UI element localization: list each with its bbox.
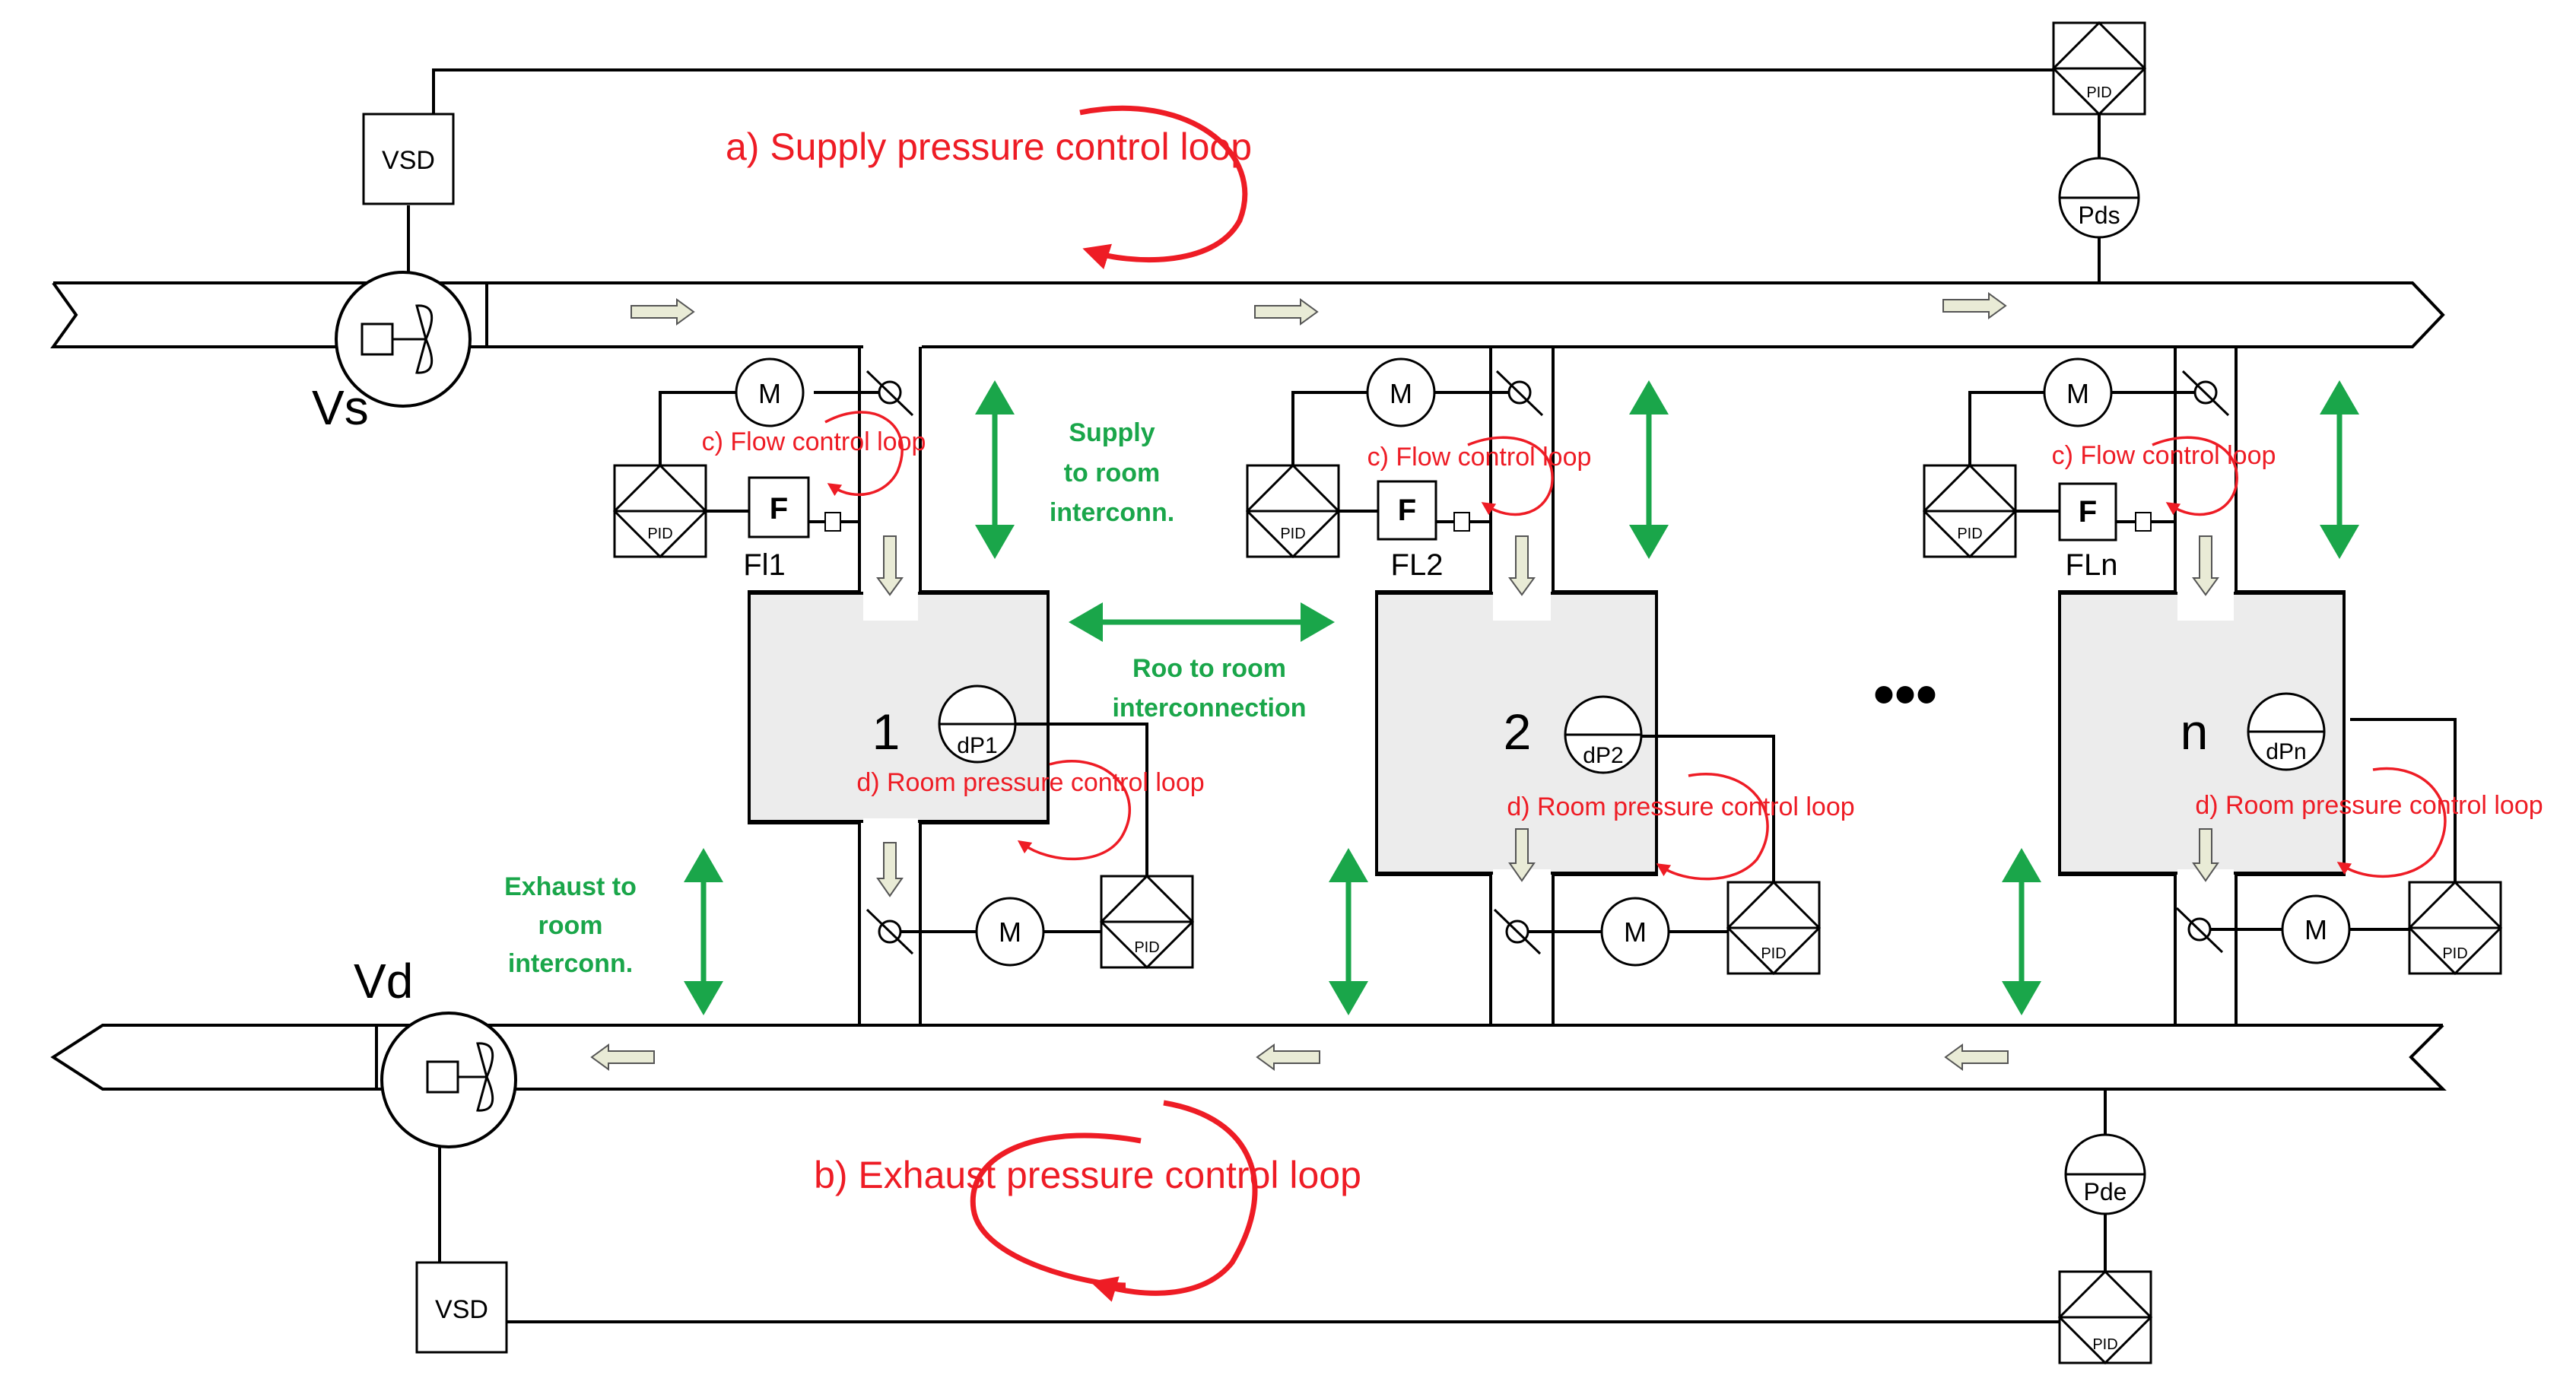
room-number-n: n (2181, 704, 2209, 760)
supply-pid-label: PID (2086, 84, 2111, 101)
motor-label: M (2066, 378, 2089, 409)
pid-label: PID (1761, 945, 1786, 962)
exhaust-pressure-sensor (2064, 1133, 2146, 1215)
motor-label: M (1624, 916, 1647, 948)
room-loop-arrow (1017, 760, 1132, 861)
motor-label: M (1390, 378, 1412, 409)
pid-label: PID (647, 526, 672, 542)
supply-interconn-line2: to room (1064, 459, 1161, 488)
interconnection-arrows (684, 380, 2359, 1015)
room-loop-arrow (2336, 767, 2447, 878)
exhaust-fan (375, 1012, 517, 1148)
exhaust-interconn-line1: Exhaust to (504, 872, 637, 901)
flow-loop-arrow (2152, 436, 2238, 516)
supply-flow-arrows (631, 292, 2007, 326)
exhaust-pid (2057, 1269, 2153, 1365)
supply-loop-arrow (1079, 105, 1248, 270)
supply-pressure-sensor-label: Pds (2078, 202, 2120, 229)
flow-meter-label: F (1398, 494, 1416, 527)
branch-1-controls (612, 357, 1195, 970)
room-n-dp-label: dPn (2266, 739, 2306, 764)
room-2-room-loop-label: d) Room pressure control loop (1507, 792, 1854, 821)
supply-fan-label: Vs (312, 380, 369, 435)
flow-meter-label: F (2079, 495, 2097, 529)
exhaust-interconn-line3: interconn. (508, 949, 633, 978)
flow-meter-label: F (770, 492, 788, 526)
room-1-dp-label: dP1 (957, 733, 997, 758)
exhaust-flow-arrows (590, 1043, 2009, 1071)
supply-pressure-loop-label: a) Supply pressure control loop (726, 125, 1252, 168)
room-number-2: 2 (1504, 704, 1532, 760)
branch-2-controls (1245, 357, 1822, 976)
exhaust-pressure-sensor-label: Pde (2084, 1178, 2127, 1205)
flow-loop-arrow (824, 411, 904, 497)
supply-interconn-line3: interconn. (1050, 498, 1174, 527)
motor-label: M (758, 378, 781, 409)
room-1-flow-meter (748, 476, 810, 538)
pid-label: PID (1280, 526, 1305, 542)
flow-loop-arrow (1467, 436, 1554, 516)
exhaust-vsd (415, 1261, 508, 1354)
supply-vsd-label: VSD (382, 146, 435, 175)
supply-pressure-sensor (2058, 157, 2140, 239)
room-2-dp-label: dP2 (1583, 743, 1623, 768)
exhaust-fan-label: Vd (354, 954, 413, 1008)
room-loop-arrow (1656, 773, 1769, 881)
exhaust-loop-arrow (1090, 1100, 1258, 1302)
room-2-flow-label: FL2 (1391, 548, 1444, 582)
room-number-1: 1 (872, 704, 900, 760)
room-n-flow-label: FLn (2066, 548, 2118, 582)
room-1-flow-label: Fl1 (743, 548, 786, 582)
room-1-room-loop-label: d) Room pressure control loop (856, 768, 1204, 797)
pid-label: PID (2442, 945, 2467, 962)
room-interconn-line2: interconnection (1112, 694, 1306, 723)
room-n-flow-loop-label: c) Flow control loop (2052, 441, 2276, 470)
exhaust-pressure-loop-label: b) Exhaust pressure control loop (814, 1154, 1361, 1196)
room-1-flow-loop-label: c) Flow control loop (702, 427, 926, 456)
exhaust-loop-arc-a (970, 1132, 1142, 1288)
supply-interconn-line1: Supply (1069, 418, 1155, 447)
pid-label: PID (1134, 939, 1159, 956)
supply-vsd (362, 113, 455, 205)
room-2-flow-loop-label: c) Flow control loop (1367, 443, 1592, 472)
pid-label: PID (1957, 526, 1982, 542)
exhaust-interconn-line2: room (538, 911, 603, 940)
motor-label: M (999, 916, 1021, 948)
room-n-room-loop-label: d) Room pressure control loop (2195, 791, 2543, 820)
supply-fan (335, 271, 488, 408)
branch-n-controls (1922, 357, 2503, 976)
motor-label: M (2304, 914, 2327, 945)
exhaust-vsd-label: VSD (435, 1295, 488, 1324)
exhaust-duct (50, 1024, 2447, 1091)
exhaust-pid-label: PID (2092, 1336, 2117, 1353)
more-rooms-ellipsis: ••• (1873, 660, 1937, 728)
room-interconn-line1: Roo to room (1132, 654, 1286, 683)
supply-pid (2051, 21, 2147, 116)
